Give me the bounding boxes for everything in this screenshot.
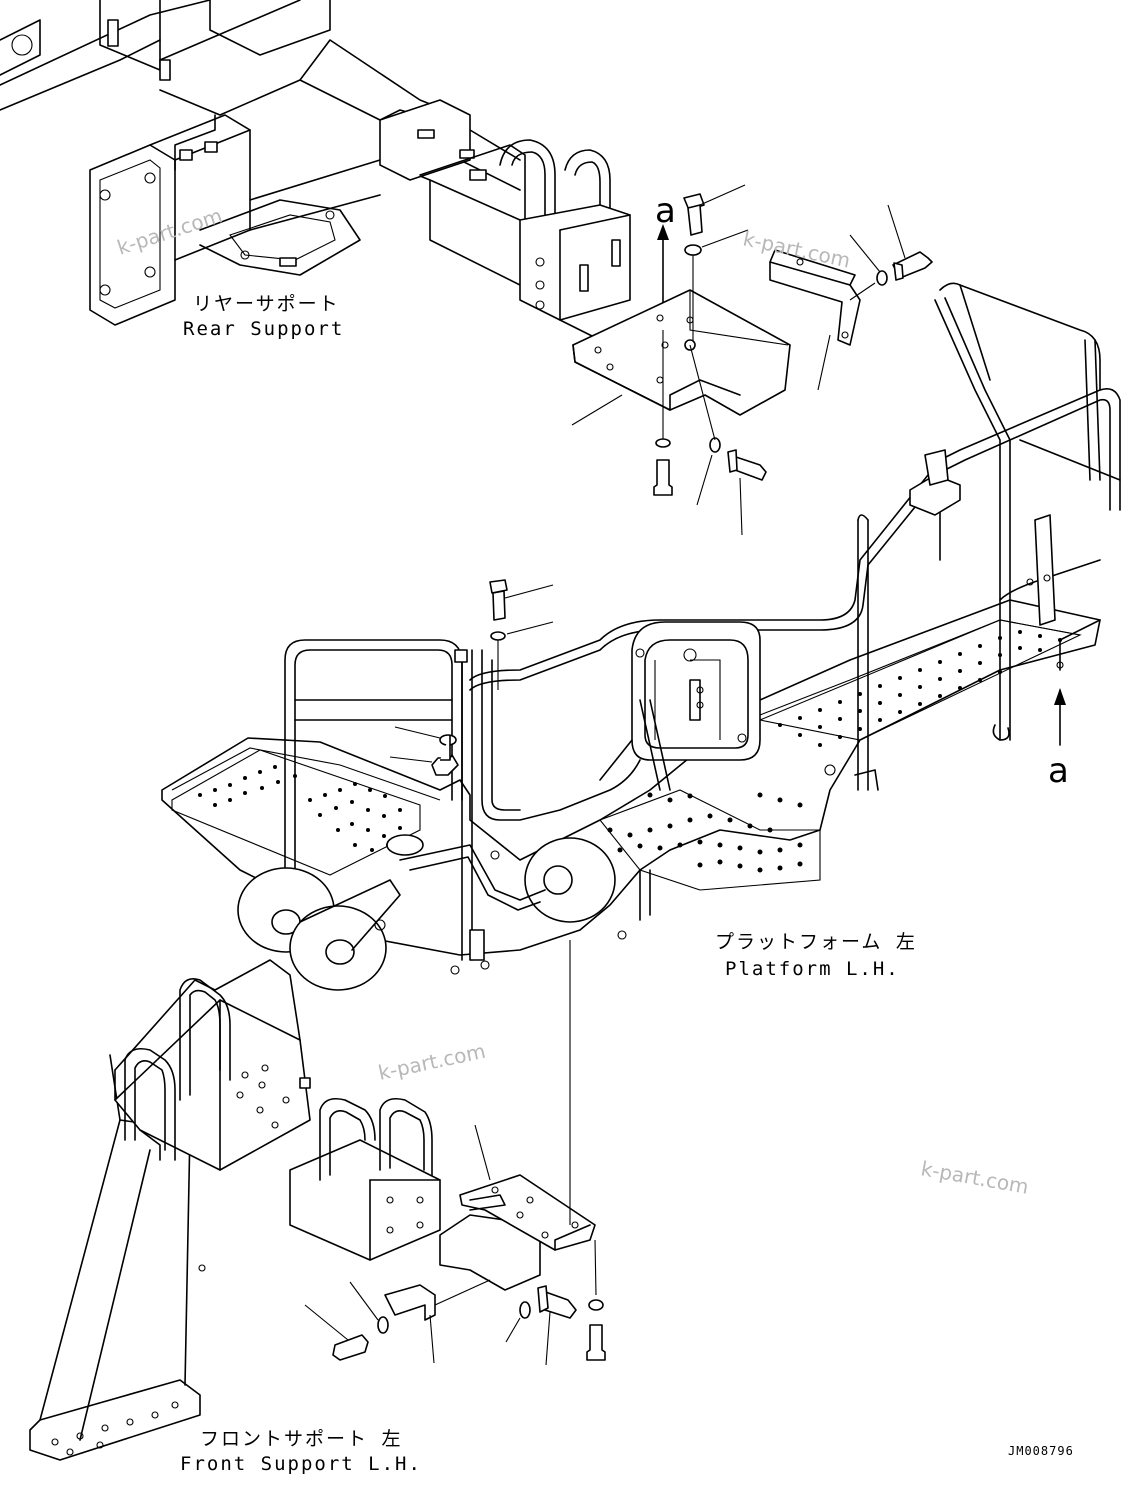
platform-assembly: [161, 282, 1121, 991]
rear-bracket-assembly: [571, 184, 933, 536]
rear-support-frame: [0, 0, 651, 341]
reference-mark-a-top: a: [655, 191, 676, 231]
front-support-frame: [29, 959, 441, 1461]
watermark-4: k-part.com: [919, 1156, 1030, 1199]
watermark-3: k-part.com: [376, 1039, 488, 1085]
platform-label-en: Platform L.H.: [725, 958, 900, 980]
reference-arrow-right: [1054, 688, 1066, 746]
front-bracket-assembly: [304, 940, 606, 1366]
platform-label-jp: プラットフォーム 左: [715, 931, 917, 953]
reference-mark-a-right: a: [1048, 751, 1069, 791]
platform-bolts: [389, 579, 554, 776]
rear-support-label-jp: リヤーサポート: [193, 293, 340, 315]
rear-support-label-en: Rear Support: [183, 318, 344, 340]
drawing-code: JM008796: [1008, 1444, 1074, 1458]
watermark-2: k-part.com: [741, 226, 853, 272]
front-support-label-jp: フロントサポート 左: [200, 1428, 402, 1450]
front-support-label-en: Front Support L.H.: [180, 1453, 422, 1475]
tread-holes-middle: [607, 792, 803, 873]
